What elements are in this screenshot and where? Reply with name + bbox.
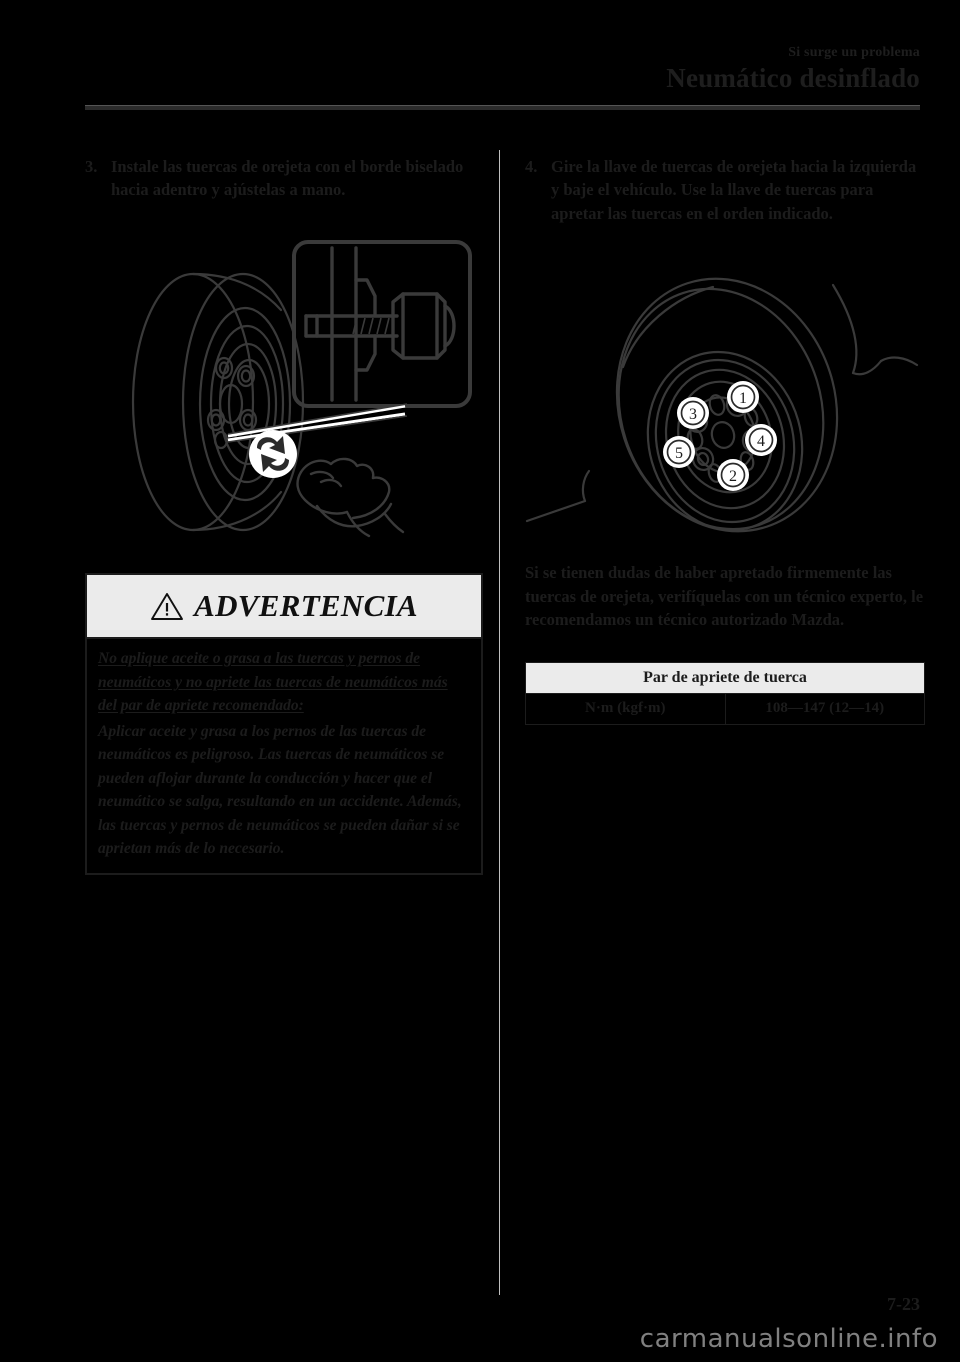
svg-text:4: 4 bbox=[757, 433, 765, 450]
order-callout-5: 5 bbox=[663, 436, 695, 469]
wheel-lugnut-bevel-illustration bbox=[85, 224, 485, 544]
page-number: 7-23 bbox=[887, 1294, 920, 1314]
warning-box: ADVERTENCIA No aplique aceite o grasa a … bbox=[85, 573, 483, 875]
torque-table: Par de apriete de tuerca N·m (kgf·m) 108… bbox=[525, 661, 925, 725]
warning-body: No aplique aceite o grasa a las tuercas … bbox=[87, 639, 481, 873]
warning-detail-text: Aplicar aceite y grasa a los pernos de l… bbox=[98, 722, 462, 858]
step-number: 3. bbox=[85, 157, 98, 176]
right-column: 4. Gire la llave de tuercas de orejeta h… bbox=[525, 155, 925, 725]
column-divider bbox=[499, 150, 500, 1295]
torque-value: 108—147 (12—14) bbox=[724, 692, 925, 725]
warning-header: ADVERTENCIA bbox=[87, 575, 481, 639]
step-item-3: 3. Instale las tuercas de orejeta con el… bbox=[85, 155, 485, 202]
warning-lead-text: No aplique aceite o grasa a las tuercas … bbox=[98, 650, 448, 715]
svg-text:2: 2 bbox=[729, 468, 737, 485]
warning-triangle-icon bbox=[151, 593, 184, 620]
warning-heading: ADVERTENCIA bbox=[194, 588, 418, 623]
step-number: 4. bbox=[525, 157, 538, 176]
svg-text:5: 5 bbox=[675, 445, 683, 462]
torque-unit-label: N·m (kgf·m) bbox=[525, 692, 726, 725]
order-callout-1: 1 bbox=[727, 381, 759, 414]
table-header-row: Par de apriete de tuerca bbox=[525, 661, 925, 694]
svg-text:3: 3 bbox=[689, 406, 697, 423]
table-row: N·m (kgf·m) 108—147 (12—14) bbox=[525, 692, 925, 725]
order-callout-4: 4 bbox=[745, 424, 777, 457]
step-text: Gire la llave de tuercas de orejeta haci… bbox=[551, 157, 917, 223]
page-title: Neumático desinflado bbox=[666, 63, 920, 93]
header-divider-rule bbox=[85, 105, 920, 110]
torque-table-title: Par de apriete de tuerca bbox=[525, 661, 925, 694]
left-column: 3. Instale las tuercas de orejeta con el… bbox=[85, 155, 485, 544]
order-callout-3: 3 bbox=[677, 397, 709, 430]
verification-note: Si se tienen dudas de haber apretado fir… bbox=[525, 563, 924, 630]
lugnut-tightening-order-illustration: 1 3 4 5 2 bbox=[525, 245, 925, 555]
step-text: Instale las tuercas de orejeta con el bo… bbox=[111, 157, 464, 200]
header-section-label: Si surge un problema bbox=[788, 45, 920, 60]
site-watermark: carmanualsonline.info bbox=[639, 1324, 938, 1354]
step-item-4: 4. Gire la llave de tuercas de orejeta h… bbox=[525, 155, 925, 225]
page-header: Si surge un problema Neumático desinflad… bbox=[0, 0, 960, 120]
order-callout-2: 2 bbox=[717, 459, 749, 492]
svg-text:1: 1 bbox=[739, 390, 747, 407]
